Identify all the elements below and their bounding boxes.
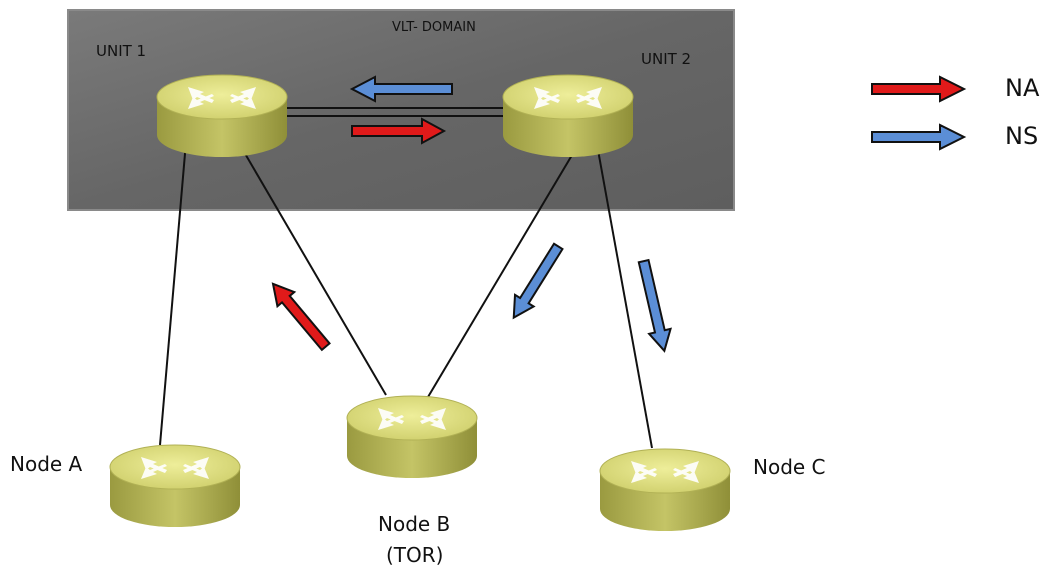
- node-b-router-icon: [346, 395, 478, 479]
- node-a-router-icon: [109, 444, 241, 528]
- ns-arrow-icon: [512, 242, 564, 320]
- link-unit2-node-b: [427, 144, 579, 398]
- ns-arrow-icon: [637, 258, 672, 353]
- vlt-interconnect: [284, 107, 504, 117]
- unit2-router-icon: [502, 74, 634, 158]
- na-arrow-icon: [351, 117, 447, 145]
- legend-na-arrow-icon: [871, 75, 967, 103]
- legend-ns-label: NS: [1005, 122, 1039, 150]
- na-arrow-icon: [271, 282, 331, 352]
- node-a-label: Node A: [10, 452, 83, 476]
- link-unit2-node-c: [597, 149, 653, 449]
- unit2-label: UNIT 2: [641, 50, 692, 68]
- node-c-router-icon: [599, 448, 731, 532]
- unit1-label: UNIT 1: [96, 42, 147, 60]
- legend-na-label: NA: [1005, 74, 1040, 102]
- node-b-sublabel: (TOR): [386, 543, 444, 567]
- link-unit1-node-b: [239, 144, 387, 396]
- node-c-label: Node C: [753, 455, 826, 479]
- legend-ns-arrow-icon: [871, 123, 967, 151]
- node-b-label: Node B: [378, 512, 451, 536]
- unit1-router-icon: [156, 74, 288, 158]
- link-unit1-node-a: [159, 141, 187, 446]
- ns-arrow-icon: [349, 75, 453, 103]
- links: [159, 141, 653, 449]
- domain-title: VLT- DOMAIN: [392, 20, 476, 35]
